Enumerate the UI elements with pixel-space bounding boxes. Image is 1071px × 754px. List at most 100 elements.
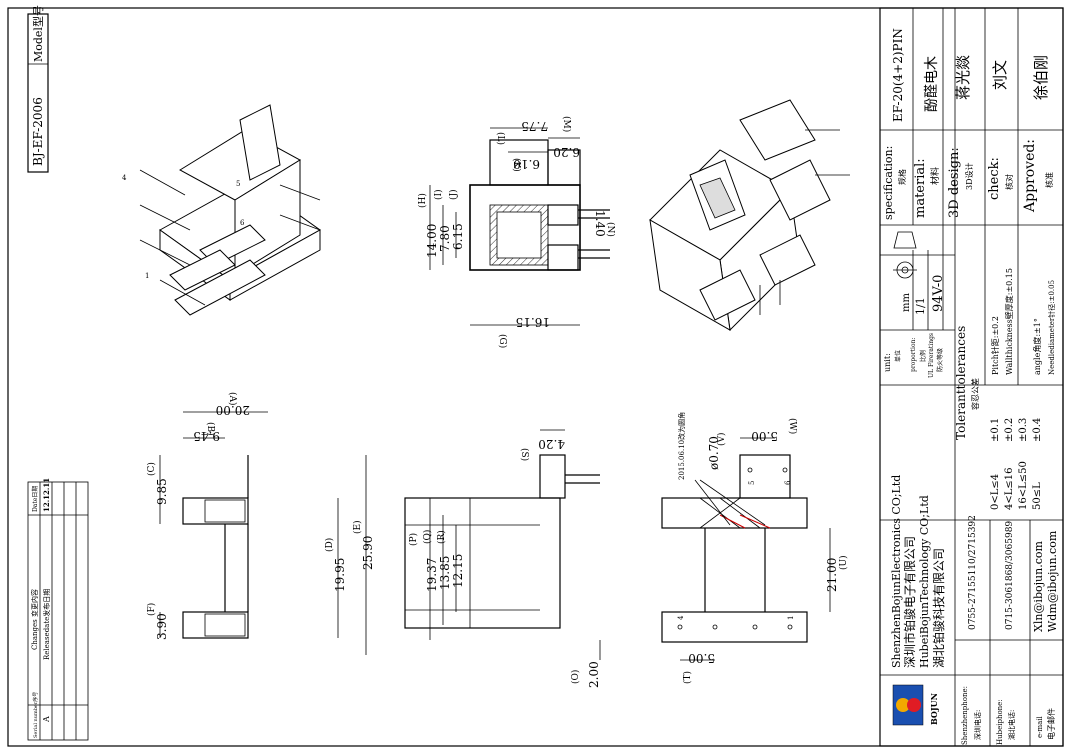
dim-C-value: 9.85: [155, 478, 169, 505]
dim-B-value: 9.45: [193, 429, 220, 443]
dim-F-label: (F): [146, 603, 157, 616]
tol-value-3: ±0.4: [1032, 418, 1043, 442]
unit-cn: 单位: [894, 350, 902, 362]
check-label: check:: [987, 157, 1002, 200]
dim-K-label: (K): [511, 158, 522, 172]
dim-U-label: (U): [838, 555, 849, 570]
check-value: 刘文: [991, 60, 1009, 90]
dim-L-value: 7.75: [521, 119, 548, 133]
contact-hb-value: 0715-3061868/3065989: [1005, 521, 1015, 630]
dim-D-label: (D): [324, 538, 335, 552]
proportion-cn: 比例: [919, 350, 927, 362]
contact-sz-cn: 深圳电话:: [973, 710, 982, 740]
dim-T-value: 5.00: [688, 651, 715, 665]
changes-header-change: Changes 变更内容: [30, 589, 39, 650]
check-cn: 核对: [1004, 174, 1014, 190]
changes-row-date: 12.12.11: [42, 478, 51, 512]
contact-hb-cn: 湖北电话:: [1007, 710, 1016, 740]
spec-note-3: Needlediameter针径:±0.05: [1047, 280, 1056, 375]
iso-pin-6: 6: [240, 219, 245, 227]
dim-I-label: (I): [433, 189, 444, 200]
dim-H-value: 14.00: [425, 224, 439, 258]
dim-S-value: 4.20: [538, 437, 565, 451]
dim-V-label: (V): [716, 432, 727, 446]
dim-M-value: 6.20: [553, 145, 580, 159]
changes-row-change: Releasedate发布日期: [42, 589, 51, 660]
company-line4: 湖北铂骏科技有限公司: [931, 548, 946, 668]
tol-range-2: 16<L≤50: [1018, 461, 1029, 510]
dim-H-label: (H): [417, 193, 428, 208]
bottom-pin-4: 4: [677, 615, 685, 620]
approved-label: Approved:: [1022, 139, 1038, 213]
changes-header-date: Date日期: [31, 486, 39, 512]
dim-O-label: (O): [570, 670, 581, 684]
bojun-logo-icon: [892, 684, 924, 726]
unit-value: mm: [901, 293, 912, 312]
dim-S-label: (S): [519, 448, 530, 461]
title-block: specification: 规格 EF-20(4+2)PIN material…: [879, 7, 1064, 747]
side-view: 19.37 (P) 13.85 (Q) 12.15 (R) 4.20 (S) 2…: [404, 429, 601, 688]
spec-label: specification:: [882, 146, 895, 220]
spec-cn: 规格: [897, 169, 907, 185]
unit-label: unit:: [883, 353, 892, 372]
design-value: 蒋光燚: [954, 55, 972, 100]
dim-G-label: (G): [497, 334, 508, 348]
dim-M-label: (M): [561, 116, 572, 132]
contact-sz-value: 0755-27155110/2715392: [968, 515, 978, 630]
dim-I-value: 7.80: [438, 225, 452, 252]
dim-C-label: (C): [146, 462, 157, 476]
section-view: 7.75 (L) 6.20 (M) 6.10 (K) 14.00 (H) 7.8…: [417, 116, 616, 348]
changes-table: Serial number序号 Changes 变更内容 Date日期 A Re…: [27, 478, 89, 741]
iso-view-right: [649, 99, 850, 332]
dim-J-value: 6.15: [451, 223, 465, 250]
proportion-label: proportion:: [910, 338, 917, 372]
revision-note: 2015.06.10改为圆角: [677, 412, 686, 480]
dim-Q-label: (Q): [422, 530, 433, 544]
fire-value: 94V-0: [931, 275, 946, 312]
dim-N-label: (N): [605, 222, 616, 237]
tol-range-0: 0<L≤4: [990, 474, 1001, 510]
dim-R-label: (R): [436, 530, 447, 544]
model-box: Model型号 BJ-EF-2006: [27, 5, 49, 173]
fire-cn: 防火等级: [936, 348, 944, 372]
tol-value-0: ±0.1: [990, 418, 1001, 442]
company-line1: ShenzhenBojunElectronics CO;Ltd: [890, 475, 903, 668]
material-label: material:: [913, 158, 928, 218]
dim-B-label: (B): [205, 422, 216, 436]
model-label: Model型号: [31, 5, 45, 62]
contact-mail-value2: Wdm@ibojun.com: [1046, 530, 1059, 632]
design-label: 3D design:: [947, 147, 962, 218]
bottom-pin-5: 5: [748, 481, 756, 485]
dim-W-value: 5.00: [751, 429, 778, 443]
proportion-value: 1/1: [914, 297, 927, 315]
dim-E-value: 25.90: [361, 536, 375, 570]
company-line3: HubeiBojunTechnology CO;Ltd: [918, 495, 931, 668]
dim-L-label: (L): [495, 132, 506, 145]
tol-range-3: 50≤L: [1032, 482, 1043, 510]
changes-header-serial: Serial number序号: [32, 692, 39, 738]
dim-D-value: 19.95: [333, 558, 347, 592]
spec-note-1: Wallthickness壁厚度:±0.15: [1004, 268, 1014, 375]
front-view: 20.00 (A) 9.45 (B) 9.85 (C) 19.95 (D) 25…: [146, 392, 375, 655]
changes-row-serial: A: [42, 716, 51, 723]
material-value: 酚醛电木: [924, 56, 940, 112]
dim-J-label: (J): [448, 189, 459, 200]
contact-sz-label: Shenzhenphone:: [961, 686, 969, 745]
contact-mail-label: e-mail: [1036, 715, 1044, 738]
contact-mail-value: Xln@ibojun.com: [1032, 541, 1045, 632]
contact-hb-label: Hubeiphone:: [996, 699, 1004, 745]
dim-K-value: 6.10: [513, 157, 540, 171]
iso-view-left: 1 4 5 6: [122, 104, 321, 316]
material-cn: 材料: [929, 167, 941, 185]
dim-E-label: (E): [352, 520, 363, 534]
bottom-pin-1: 1: [787, 616, 795, 620]
dim-T-label: (T): [682, 671, 693, 684]
company-line2: 深圳市铂骏电子有限公司: [902, 536, 917, 668]
brand-name: BOJUN: [929, 693, 939, 725]
iso-pin-1: 1: [145, 272, 149, 280]
contact-mail-cn: 电子邮件: [1046, 708, 1056, 740]
fire-label: UL Fireratings: [928, 333, 935, 378]
dim-N-value: 1.40: [593, 210, 607, 237]
dim-R-value: 12.15: [451, 554, 465, 588]
dim-P-value: 19.37: [425, 558, 439, 592]
